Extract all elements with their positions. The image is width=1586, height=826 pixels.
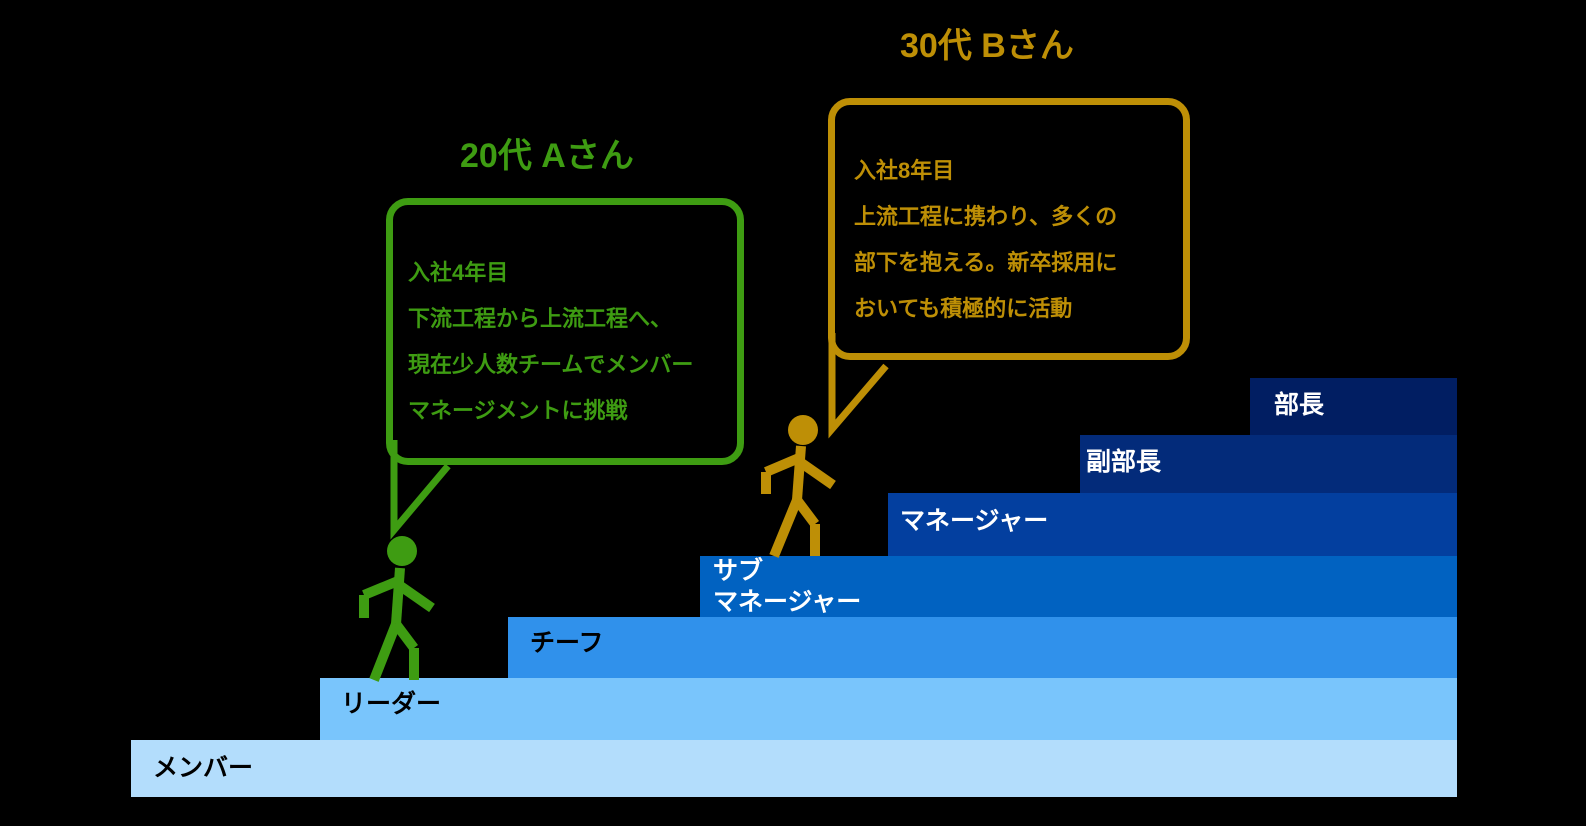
step-label-member: メンバー [153, 754, 254, 782]
step-sub-manager [700, 556, 1457, 617]
persona-b-bubble-tail [828, 333, 889, 439]
step-label-leader: リーダー [341, 690, 442, 718]
persona-a-bubble [386, 198, 744, 465]
step-label-deputy-general-manager: 副部長 [1086, 448, 1162, 476]
step-deputy-general-manager [1080, 435, 1457, 493]
step-manager [888, 493, 1457, 556]
step-label-general-manager: 部長 [1274, 391, 1325, 419]
persona-b-bubble [828, 98, 1190, 360]
persona-a-stick-figure [359, 536, 435, 682]
step-chief [508, 617, 1457, 678]
step-label-sub-manager: サブ マネージャー [713, 557, 862, 616]
step-leader [320, 678, 1457, 740]
persona-a-body: 入社4年目 下流工程から上流工程へ、 現在少人数チームでメンバー マネージメント… [408, 260, 694, 423]
step-label-chief: チーフ [530, 629, 604, 657]
step-general-manager [1250, 378, 1457, 435]
step-member [131, 740, 1457, 797]
persona-b-title: 30代 Bさん [900, 27, 1074, 65]
persona-a-title: 20代 Aさん [460, 137, 634, 175]
persona-b-stick-figure [761, 415, 836, 558]
persona-b-body: 入社8年目 上流工程に携わり、多くの 部下を抱える。新卒採用に おいても積極的に… [854, 158, 1118, 321]
step-label-manager: マネージャー [900, 507, 1049, 535]
persona-a-bubble-tail [390, 440, 451, 540]
